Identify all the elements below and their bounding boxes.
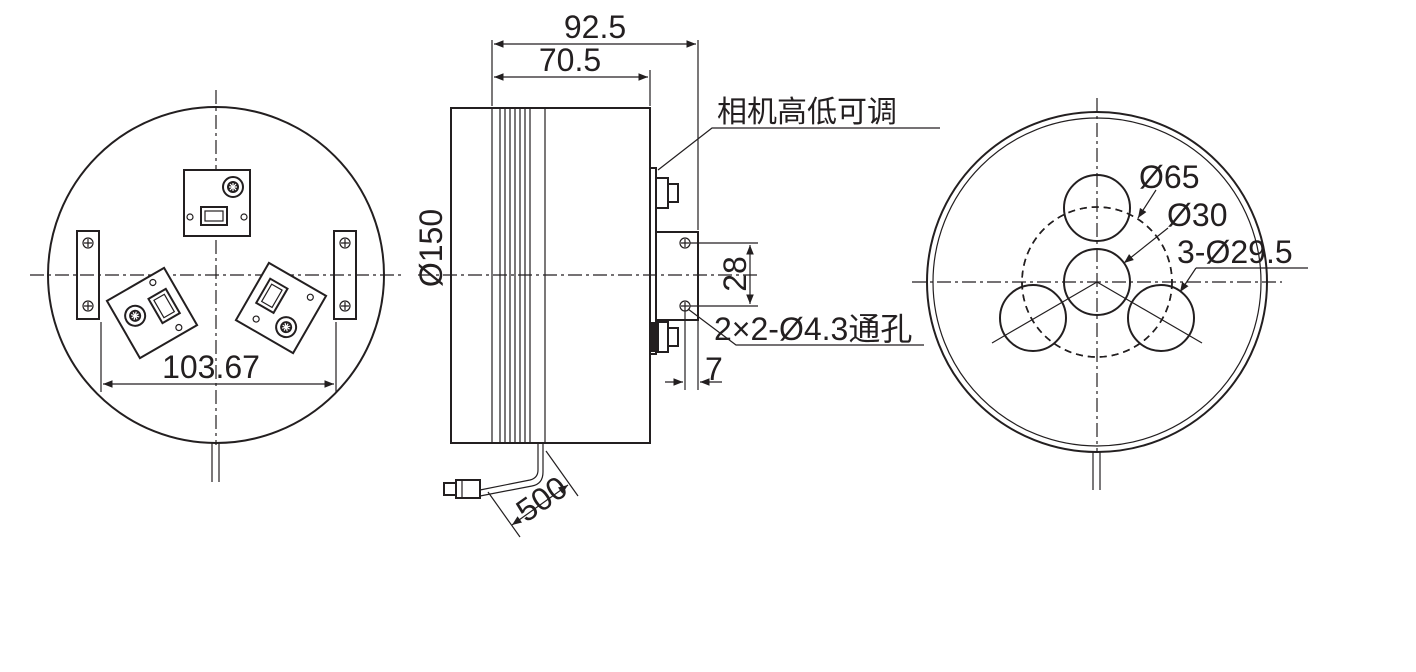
camera-top (183, 169, 251, 237)
camera-lower-right (234, 261, 328, 355)
side-view: 500 92.5 70.5 Ø150 28 7 相机高低可调 2×2-Ø4.3通… (413, 9, 940, 538)
front-view: 103.67 (30, 90, 402, 482)
edge-offset-label: 7 (705, 351, 723, 387)
camera-hole-left (999, 284, 1067, 352)
through-holes-note: 2×2-Ø4.3通孔 (714, 311, 912, 347)
center-hole (1063, 248, 1131, 316)
camera-hole-top (1063, 174, 1131, 242)
camera-adjust-leader (657, 127, 940, 171)
cable-length-dim-line (511, 484, 569, 526)
right-mount-bracket (333, 230, 357, 320)
through-holes-leader (687, 308, 924, 346)
mount-span-label: 103.67 (162, 349, 260, 385)
camera-hole-right (1127, 284, 1195, 352)
camera-adjust-note: 相机高低可调 (717, 95, 897, 130)
body-depth-label: 70.5 (539, 42, 601, 78)
overall-depth-label: 92.5 (564, 9, 626, 45)
camera-lower-left (105, 266, 199, 360)
side-mount-bracket (649, 167, 699, 355)
diameter-label: Ø150 (413, 209, 449, 287)
back-view: Ø65 Ø30 3-Ø29.5 (912, 98, 1308, 490)
inner-ring-label: Ø30 (1167, 197, 1227, 233)
outer-ring-label: Ø65 (1139, 159, 1199, 195)
left-mount-bracket (76, 230, 100, 320)
camera-holes-label: 3-Ø29.5 (1177, 234, 1293, 270)
hole-spacing-label: 28 (717, 256, 753, 292)
